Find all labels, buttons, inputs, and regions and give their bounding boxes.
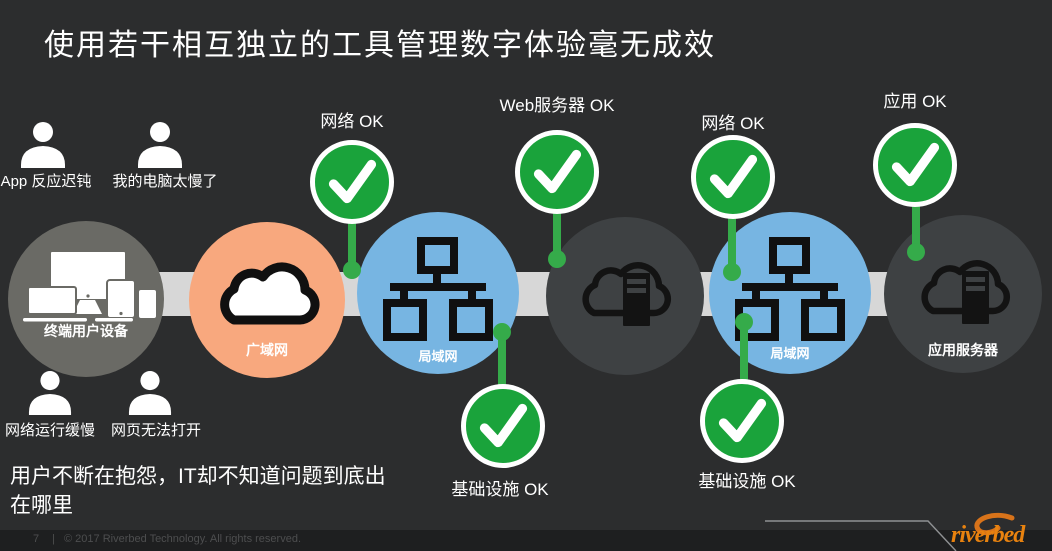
circle-label: 广域网 — [246, 342, 288, 358]
complaint-label: 网页无法打开 — [110, 422, 201, 439]
statement: 用户不断在抱怨，IT却不知道问题到底出 在哪里 — [10, 462, 430, 520]
check-stem-dot — [907, 243, 925, 261]
circle-label: 终端用户设备 — [44, 323, 128, 339]
check-stem-dot — [548, 250, 566, 268]
status-check-network-1 — [310, 140, 394, 224]
riverbed-logo: riverbed — [951, 512, 1027, 548]
checkmark-icon — [709, 154, 758, 199]
person-icon — [128, 371, 172, 415]
devices-icon — [23, 250, 158, 322]
lan-icon — [383, 237, 493, 341]
checkmark-icon — [479, 403, 528, 448]
footer-separator: | — [52, 533, 55, 545]
statement-line: 在哪里 — [10, 494, 73, 517]
lan-icon — [735, 237, 845, 341]
statement-line: 用户不断在抱怨，IT却不知道问题到底出 — [10, 465, 386, 488]
checkmark-icon — [328, 159, 377, 204]
circle-label: 局域网 — [418, 349, 458, 364]
logo-swoosh — [974, 512, 1015, 536]
chain-circle-appserver: 应用服务器 — [884, 215, 1042, 373]
status-check-network-2 — [691, 135, 775, 219]
cloud-icon — [220, 262, 320, 325]
check-stem-dot — [723, 263, 741, 281]
chain-circle-lan-1: 局域网 — [357, 212, 519, 374]
chain-circle-devices: 终端用户设备 — [8, 221, 164, 377]
circle-label: 应用服务器 — [928, 342, 998, 358]
person-icon — [21, 122, 65, 168]
logo-wordmark: riverbed — [951, 522, 1026, 548]
check-stem-dot — [735, 313, 753, 331]
cloud-server-icon — [921, 260, 1011, 324]
status-check-infra-2 — [700, 379, 784, 463]
check-stem — [553, 207, 561, 261]
check-label: 基础设施 OK — [698, 472, 796, 491]
check-label: Web服务器 OK — [499, 96, 615, 115]
corner-line — [765, 520, 957, 551]
checkmark-icon — [533, 149, 582, 194]
checkmark-icon — [891, 142, 940, 187]
check-label: 网络 OK — [701, 114, 765, 133]
check-stem-dot — [343, 261, 361, 279]
status-check-app — [873, 123, 957, 207]
cloud-server-icon — [582, 262, 672, 326]
check-stem-dot — [493, 323, 511, 341]
person-icon — [28, 371, 72, 415]
circle-label: 局域网 — [770, 346, 810, 361]
complaint-label: 我的电脑太慢了 — [112, 173, 218, 190]
page-title: 使用若干相互独立的工具管理数字体验毫无成效 — [44, 29, 716, 62]
copyright-text: © 2017 Riverbed Technology. All rights r… — [64, 533, 301, 545]
check-stem — [912, 200, 920, 254]
status-check-webserver — [515, 130, 599, 214]
footer-bar — [0, 530, 1052, 551]
check-stem — [740, 318, 748, 382]
check-label: 应用 OK — [883, 92, 947, 111]
chain-circle-wan: 广域网 — [189, 222, 345, 378]
person-icon — [138, 122, 182, 168]
check-stem — [498, 330, 506, 388]
complaint-label: App 反应迟钝 — [0, 173, 92, 190]
check-stem — [728, 212, 736, 274]
check-label: 基础设施 OK — [451, 480, 549, 499]
chain-circle-webserver — [546, 217, 704, 375]
chain-circle-lan-2: 局域网 — [709, 212, 871, 374]
complaint-label: 网络运行缓慢 — [4, 422, 95, 439]
page-number: 7 — [33, 533, 40, 545]
check-label: 网络 OK — [320, 112, 384, 131]
status-check-infra-1 — [461, 384, 545, 468]
checkmark-icon — [718, 398, 767, 443]
check-stem — [348, 216, 356, 272]
